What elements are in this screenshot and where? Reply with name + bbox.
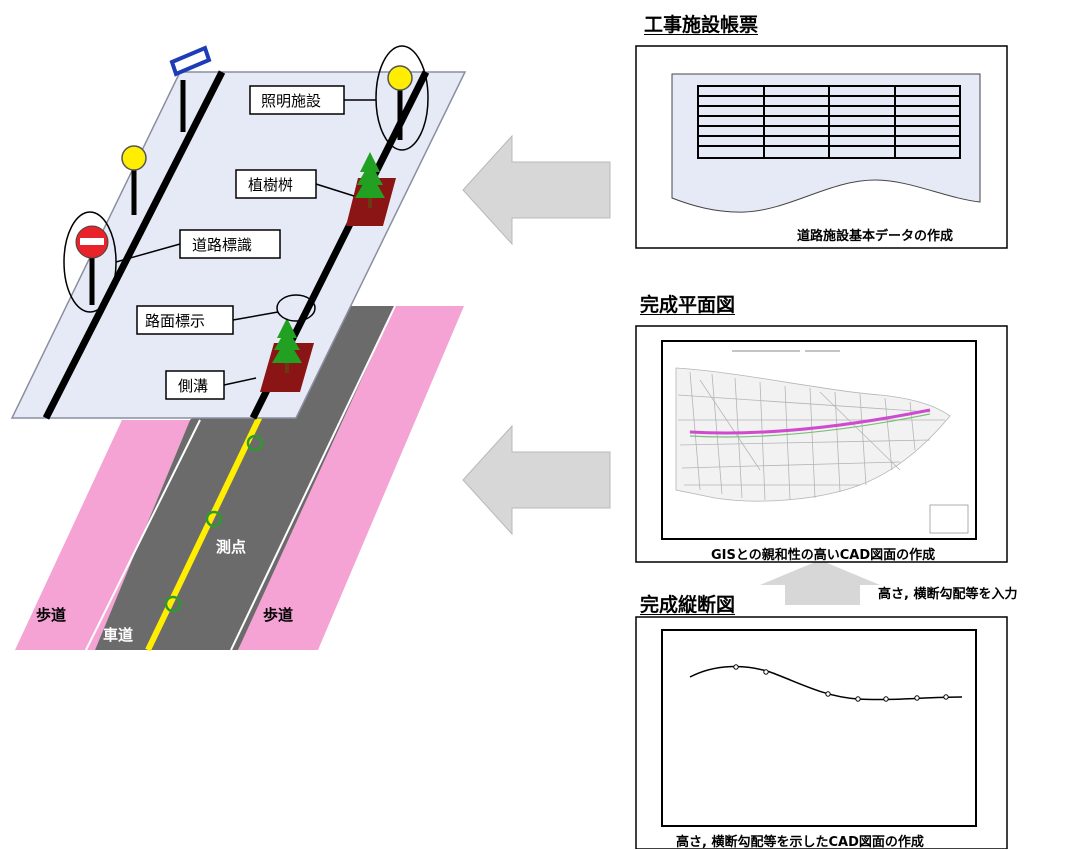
plan-panel: [635, 325, 1008, 563]
gutter-line-left: [42, 70, 226, 420]
left-arrow-icon: [462, 134, 611, 246]
street-lamp-icon: [375, 45, 429, 151]
tree-planter-icon: [346, 152, 396, 226]
road-surface-layer: 測点 歩道 車道 歩道: [15, 305, 464, 652]
plan-map-image: [675, 367, 951, 502]
label-planter: 植樹桝: [248, 176, 293, 194]
label-survey-point: 測点: [216, 538, 246, 556]
guide-sign-icon: [169, 45, 212, 132]
label-road-marking: 路面標示: [145, 312, 205, 330]
ledger-title: 工事施設帳票: [644, 14, 759, 36]
plan-title: 完成平面図: [640, 294, 736, 316]
ledger-panel: [635, 45, 1008, 249]
label-box-road-marking: 路面標示: [136, 305, 279, 335]
survey-point-marker: [205, 510, 223, 528]
tree-planter-icon: [260, 318, 314, 392]
centerline: [145, 410, 265, 652]
sidewalk-left-area: [15, 420, 190, 650]
left-arrow-icon: [462, 424, 611, 536]
label-box-gutter: 側溝: [165, 370, 257, 400]
label-sidewalk-left: 歩道: [36, 606, 66, 624]
profile-panel: [635, 616, 1008, 849]
label-gutter: 側溝: [178, 377, 208, 395]
facility-layer: 照明施設 植樹桝 道路標識 路面標示 側溝: [10, 45, 467, 420]
lane-line-right: [230, 305, 396, 651]
carriageway-area: [95, 306, 408, 650]
label-lighting: 照明施設: [261, 92, 321, 110]
profile-title: 完成縦断図: [640, 594, 736, 616]
label-box-planter: 植樹桝: [235, 169, 355, 199]
label-box-road-sign: 道路標識: [115, 229, 281, 263]
lane-line-left: [85, 419, 201, 651]
profile-curve: [689, 665, 963, 701]
label-carriageway: 車道: [103, 626, 133, 644]
survey-point-marker: [246, 434, 264, 452]
profile-caption: 高さ, 横断勾配等を示したCAD図面の作成: [676, 835, 924, 850]
label-road-sign: 道路標識: [192, 236, 252, 254]
ledger-caption: 道路施設基本データの作成: [797, 229, 954, 244]
label-box-lighting: 照明施設: [249, 85, 376, 115]
survey-point-marker: [164, 595, 182, 613]
input-note: 高さ, 横断勾配等を入力: [878, 587, 1018, 602]
label-sidewalk-right: 歩道: [263, 606, 293, 624]
up-arrow-icon: [760, 560, 880, 605]
sidewalk-right-area: [238, 306, 464, 650]
plan-caption: GISとの親和性の高いCAD図面の作成: [711, 548, 936, 563]
road-marking-circle: [276, 294, 316, 322]
street-lamp-icon: [121, 145, 147, 215]
